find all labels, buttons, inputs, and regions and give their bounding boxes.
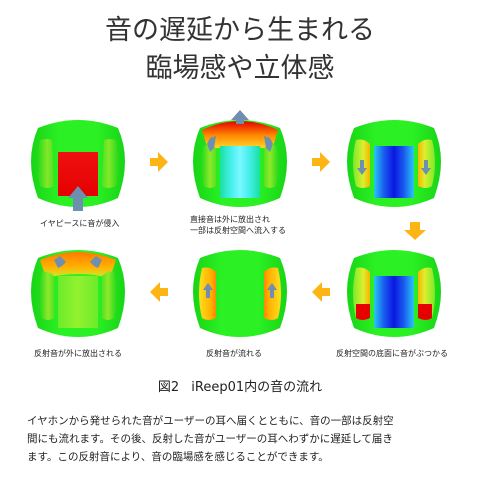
description-paragraph: イヤホンから発せられた音がユーザーの耳へ届くとともに、音の一部は反射空 間にも流… bbox=[27, 412, 459, 466]
panel-6-sound-core bbox=[58, 276, 98, 328]
panel-6-reflected-sound-exits bbox=[31, 250, 125, 337]
headline-line-1: 音の遅延から生まれる bbox=[105, 15, 375, 46]
panel-2-sound-core bbox=[220, 146, 260, 198]
panel-3-sound-in-chambers bbox=[347, 120, 441, 207]
description-line-1: イヤホンから発せられた音がユーザーの耳へ届くとともに、音の一部は反射空 bbox=[27, 415, 394, 427]
panel-6-left-chamber bbox=[39, 271, 54, 320]
panel-2-right-chamber bbox=[264, 145, 279, 188]
description-line-3: ます。この反射音により、音の臨場感を感じることができます。 bbox=[27, 451, 329, 463]
figure-caption: 図2 iReep01内の音の流れ bbox=[0, 376, 480, 395]
panel-1-caption: イヤピースに音が侵入 bbox=[40, 219, 120, 228]
panel-5-sound-core-fill bbox=[220, 276, 260, 328]
panel-1-right-chamber bbox=[102, 139, 119, 188]
flow-arrow-3-to-4 bbox=[404, 222, 426, 240]
panel-4-caption: 反射空間の底面に音がぶつかる bbox=[336, 349, 448, 358]
panel-2-up-arrow bbox=[231, 110, 249, 124]
panel-3-right-down-arrow bbox=[421, 160, 431, 175]
panel-3-left-down-arrow bbox=[357, 160, 367, 175]
panel-2-right-arrow bbox=[264, 136, 273, 152]
panel-1-sound-enters bbox=[31, 120, 125, 211]
panel-5-caption: 反射音が流れる bbox=[206, 349, 262, 358]
panel-1-up-arrow bbox=[68, 186, 88, 211]
panel-2-left-arrow bbox=[207, 136, 216, 152]
panel-2-direct-sound-exits bbox=[193, 110, 287, 207]
panel-6-left-arrow bbox=[54, 256, 66, 268]
panel-4-sound-hits-bottom bbox=[347, 250, 441, 337]
panel-4-sound-core bbox=[374, 276, 414, 328]
panel-1-left-chamber bbox=[37, 139, 54, 188]
panel-4-left-hotspot bbox=[356, 304, 370, 320]
panel-2-left-chamber bbox=[201, 145, 216, 188]
panel-5-left-up-arrow bbox=[203, 283, 213, 298]
panel-2-caption-line-1: 直接音は外に放出され bbox=[190, 215, 270, 224]
flow-arrow-2-to-3 bbox=[312, 152, 330, 172]
panel-3-sound-core bbox=[374, 146, 414, 198]
description-line-2: 間にも流れます。その後、反射した音がユーザーの耳へわずかに遅延して届き bbox=[27, 433, 393, 445]
headline-line-2: 臨場感や立体感 bbox=[145, 53, 335, 84]
figure-caption-label: 図2 bbox=[157, 380, 180, 395]
figure-caption-text: iReep01内の音の流れ bbox=[191, 380, 323, 395]
panel-4-right-hotspot bbox=[418, 304, 432, 320]
panel-5-reflected-sound-flows bbox=[193, 250, 287, 337]
panel-2-top-burst bbox=[202, 121, 278, 150]
panel-5-right-up-arrow bbox=[267, 283, 277, 298]
flow-arrow-4-to-5 bbox=[312, 282, 330, 302]
flow-arrow-1-to-2 bbox=[150, 152, 168, 172]
panel-6-caption: 反射音が外に放出される bbox=[34, 349, 122, 358]
panel-6-right-chamber bbox=[102, 271, 117, 320]
flow-arrow-5-to-6 bbox=[150, 282, 168, 302]
panel-2-caption-line-2: 一部は反射空間へ流入する bbox=[190, 226, 286, 235]
panel-6-right-arrow bbox=[90, 256, 102, 268]
